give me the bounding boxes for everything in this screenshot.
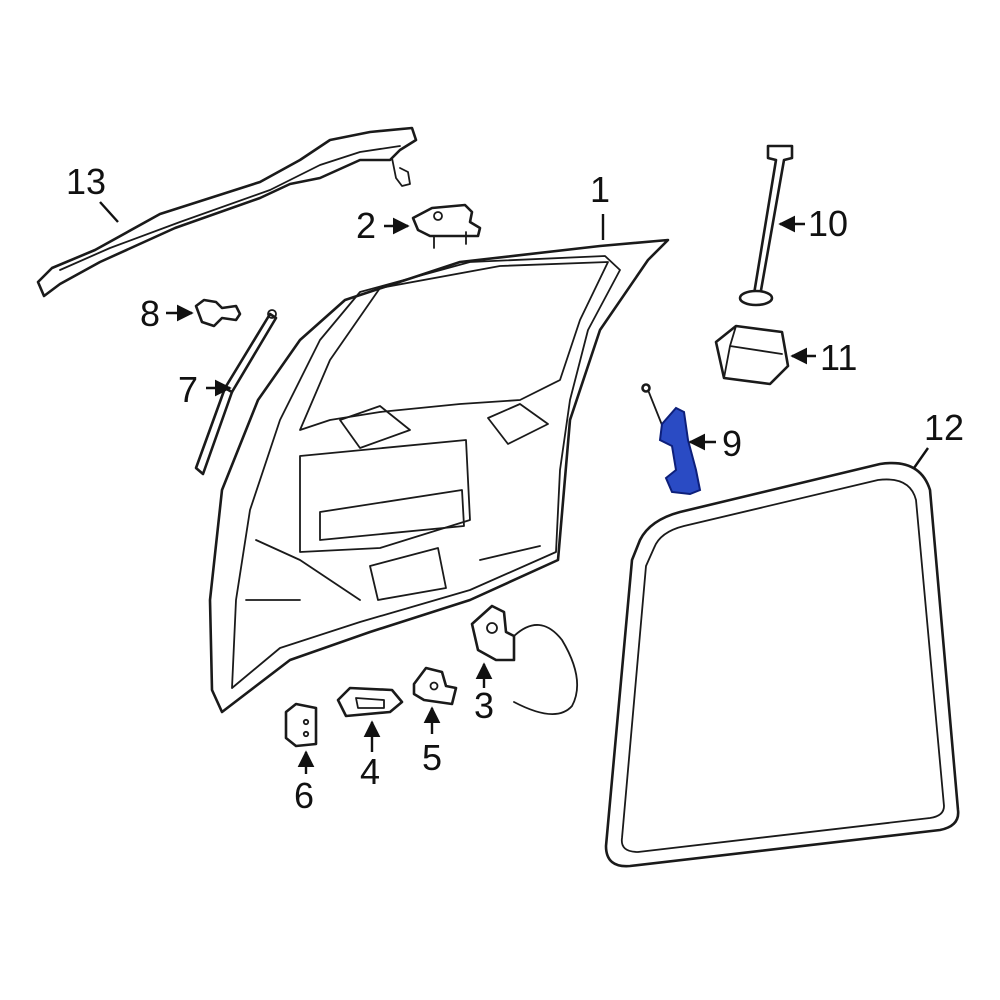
- callout-3: 3: [474, 685, 494, 726]
- part-8-ball-stud: [194, 298, 242, 328]
- callout-13: 13: [66, 161, 106, 202]
- callout-2: 2: [356, 205, 376, 246]
- callout-4: 4: [360, 751, 380, 792]
- part-3-latch: [470, 604, 579, 715]
- callout-7: 7: [178, 369, 198, 410]
- part-10-rod: [738, 144, 794, 307]
- part-2-hinge: [411, 203, 482, 249]
- callout-5: 5: [422, 737, 442, 778]
- callout-11: 11: [820, 337, 857, 378]
- leader-lines: [99, 201, 929, 774]
- callout-1: 1: [590, 169, 610, 210]
- callout-10: 10: [808, 203, 848, 244]
- part-9-actuator-highlighted: [641, 383, 702, 496]
- part-12-weatherstrip: [604, 461, 960, 868]
- part-7-lift-support: [194, 309, 278, 476]
- part-6-switch: [284, 702, 318, 748]
- callout-numbers: 1 2 3 4 5 6 7 8 9 10 11 12 13: [66, 161, 964, 816]
- part-1-liftgate: [208, 238, 670, 714]
- highlight-shape: [658, 406, 702, 496]
- callout-9: 9: [722, 423, 742, 464]
- part-11-module: [714, 324, 790, 386]
- callout-12: 12: [924, 407, 964, 448]
- callout-6: 6: [294, 775, 314, 816]
- callout-8: 8: [140, 293, 160, 334]
- part-13-header-rail: [36, 126, 418, 298]
- part-4-striker: [336, 686, 404, 718]
- part-5-bracket: [412, 666, 458, 706]
